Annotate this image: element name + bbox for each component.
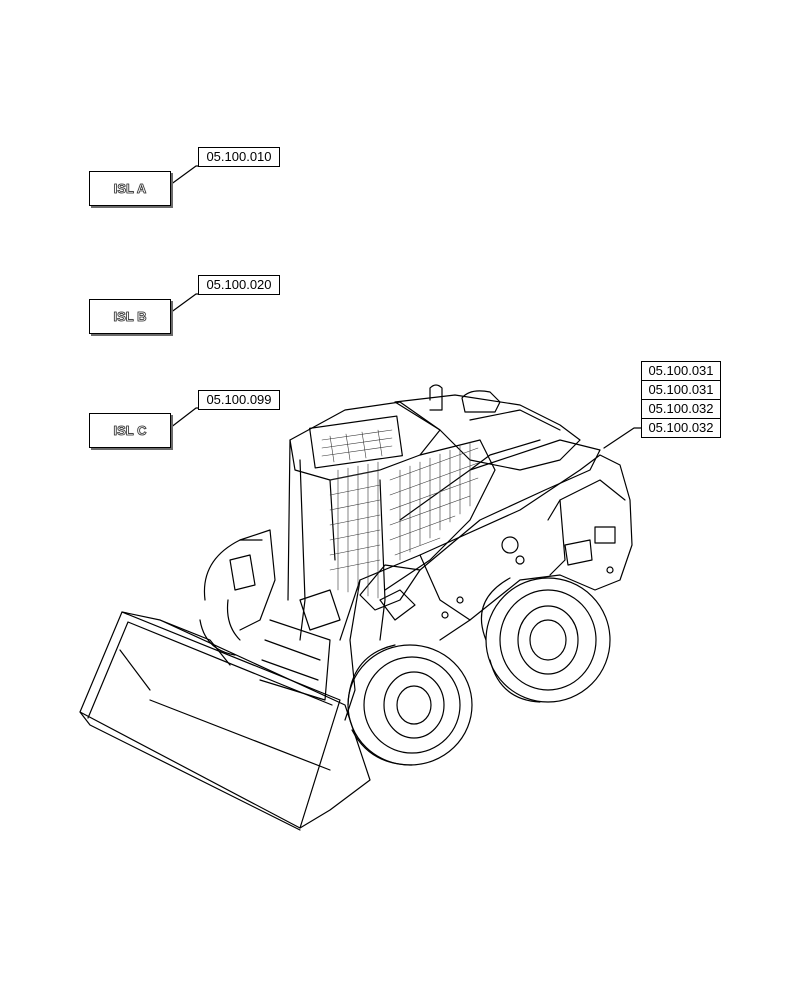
operator-cab	[287, 401, 496, 641]
ref-label-isl-a[interactable]: 05.100.010	[198, 147, 280, 167]
bucket	[79, 611, 371, 831]
ref-label-isl-b[interactable]: 05.100.020	[198, 275, 280, 295]
ref-label[interactable]: 05.100.032	[641, 418, 721, 438]
rear-right-wheel	[480, 577, 611, 703]
ref-label[interactable]: 05.100.031	[641, 361, 721, 381]
island-label: ISL A	[113, 181, 147, 197]
left-wheels	[199, 539, 263, 656]
island-button-b[interactable]: ISL B	[89, 299, 171, 334]
island-button-a[interactable]: ISL A	[89, 171, 171, 206]
ref-label-isl-c[interactable]: 05.100.099	[198, 390, 280, 410]
island-label: ISL C	[113, 423, 147, 439]
island-button-c[interactable]: ISL C	[89, 413, 171, 448]
lift-arm	[359, 439, 601, 611]
ref-label-stack: 05.100.031 05.100.031 05.100.032 05.100.…	[641, 361, 721, 438]
island-label: ISL B	[113, 309, 147, 325]
ref-label[interactable]: 05.100.032	[641, 399, 721, 419]
front-frame	[229, 529, 341, 701]
ref-label[interactable]: 05.100.031	[641, 380, 721, 400]
loader-body	[339, 454, 633, 721]
cab-screen-mesh	[321, 429, 479, 599]
engine-compartment	[394, 384, 581, 471]
front-right-wheel	[347, 644, 473, 766]
